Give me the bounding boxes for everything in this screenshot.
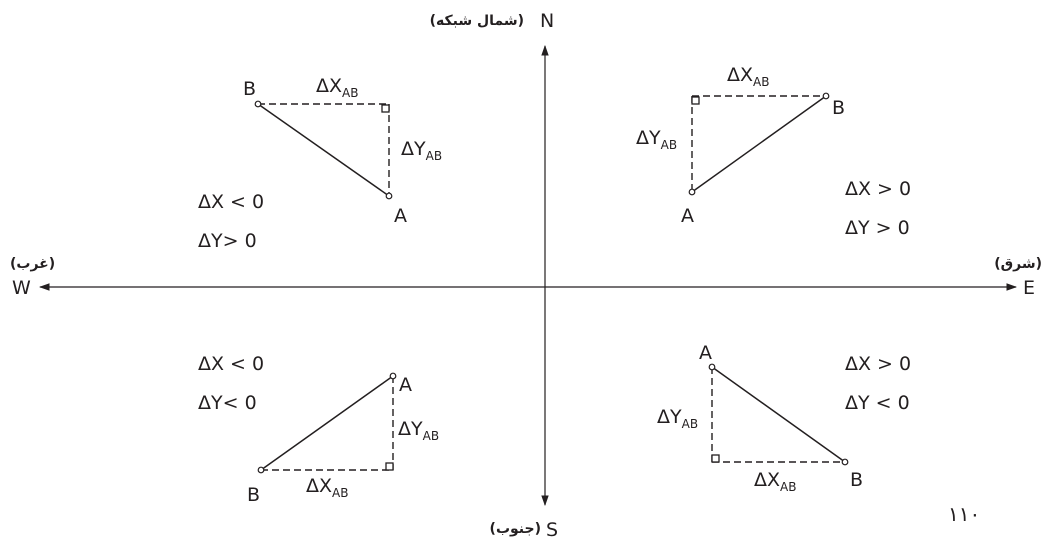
point-b-label: B — [243, 78, 256, 100]
delta-y-symbol: ΔY — [657, 406, 682, 428]
delta-x-label: ΔXAB — [316, 75, 358, 100]
point-a-marker — [708, 363, 716, 371]
quadrant-top-right: A B ΔXAB ΔYAB ΔX > 0 ΔY > 0 — [636, 64, 911, 239]
delta-y-symbol: ΔY — [398, 418, 423, 440]
line-ab — [260, 375, 394, 471]
right-angle-marker — [385, 462, 394, 471]
point-b-label: B — [850, 469, 863, 491]
condition-delta-y: ΔY< 0 — [198, 392, 257, 414]
condition-delta-x: ΔX > 0 — [845, 178, 911, 200]
point-b-marker — [254, 100, 262, 108]
delta-y-symbol: ΔY — [401, 138, 426, 160]
delta-x-subscript: AB — [780, 480, 796, 494]
delta-x-label: ΔXAB — [306, 475, 348, 500]
point-b-marker — [841, 458, 849, 466]
point-a-label: A — [394, 205, 407, 227]
delta-x-symbol: ΔX — [754, 469, 780, 491]
right-angle-marker — [381, 104, 390, 113]
point-a-marker — [385, 192, 393, 200]
point-a-marker — [688, 188, 696, 196]
condition-delta-x: ΔX < 0 — [198, 353, 264, 375]
page-number: ۱۱۰ — [948, 502, 980, 526]
right-angle-marker — [691, 96, 700, 105]
point-a-marker — [389, 372, 397, 380]
right-angle-marker — [711, 454, 720, 463]
point-a-label: A — [681, 205, 694, 227]
point-b-marker — [257, 466, 265, 474]
condition-delta-y: ΔY> 0 — [198, 230, 257, 252]
delta-y-subscript: AB — [661, 138, 677, 152]
west-letter: W — [12, 277, 31, 299]
west-label: (غرب) — [10, 256, 55, 272]
delta-x-label: ΔXAB — [727, 64, 769, 89]
condition-delta-x: ΔX < 0 — [198, 191, 264, 213]
south-label: (جنوب) — [490, 521, 541, 537]
line-ab — [691, 95, 827, 193]
quadrant-bottom-right: A B ΔXAB ΔYAB ΔX > 0 ΔY < 0 — [657, 342, 911, 494]
delta-x-subscript: AB — [342, 86, 358, 100]
delta-x-symbol: ΔX — [306, 475, 332, 497]
quadrant-top-left: B A ΔXAB ΔYAB ΔX < 0 ΔY> 0 — [198, 75, 442, 252]
delta-y-symbol: ΔY — [636, 127, 661, 149]
condition-delta-x: ΔX > 0 — [845, 353, 911, 375]
point-a-label: A — [699, 342, 712, 364]
condition-delta-y: ΔY > 0 — [845, 217, 910, 239]
north-label: (شمال شبکه) — [430, 13, 524, 29]
axis-labels: N (شمال شبکه) S (جنوب) (شرق) E (غرب) W — [10, 10, 1042, 541]
east-label: (شرق) — [994, 256, 1042, 272]
delta-x-subscript: AB — [332, 486, 348, 500]
line-ab — [711, 366, 846, 463]
coordinate-axes — [38, 44, 1018, 507]
north-letter: N — [540, 10, 554, 32]
delta-y-label: ΔYAB — [657, 406, 698, 431]
line-ab — [257, 103, 390, 197]
delta-y-subscript: AB — [426, 149, 442, 163]
delta-y-label: ΔYAB — [401, 138, 442, 163]
delta-y-label: ΔYAB — [398, 418, 439, 443]
delta-x-subscript: AB — [753, 75, 769, 89]
delta-x-label: ΔXAB — [754, 469, 796, 494]
delta-y-subscript: AB — [682, 417, 698, 431]
point-b-marker — [822, 92, 830, 100]
delta-y-subscript: AB — [423, 429, 439, 443]
quadrant-bottom-left: A B ΔXAB ΔYAB ΔX < 0 ΔY< 0 — [198, 353, 439, 506]
point-b-label: B — [247, 484, 260, 506]
east-letter: E — [1023, 277, 1035, 299]
south-letter: S — [546, 519, 558, 541]
condition-delta-y: ΔY < 0 — [845, 392, 910, 414]
point-b-label: B — [832, 97, 845, 119]
delta-x-symbol: ΔX — [727, 64, 753, 86]
point-a-label: A — [399, 374, 412, 396]
delta-y-label: ΔYAB — [636, 127, 677, 152]
delta-x-symbol: ΔX — [316, 75, 342, 97]
